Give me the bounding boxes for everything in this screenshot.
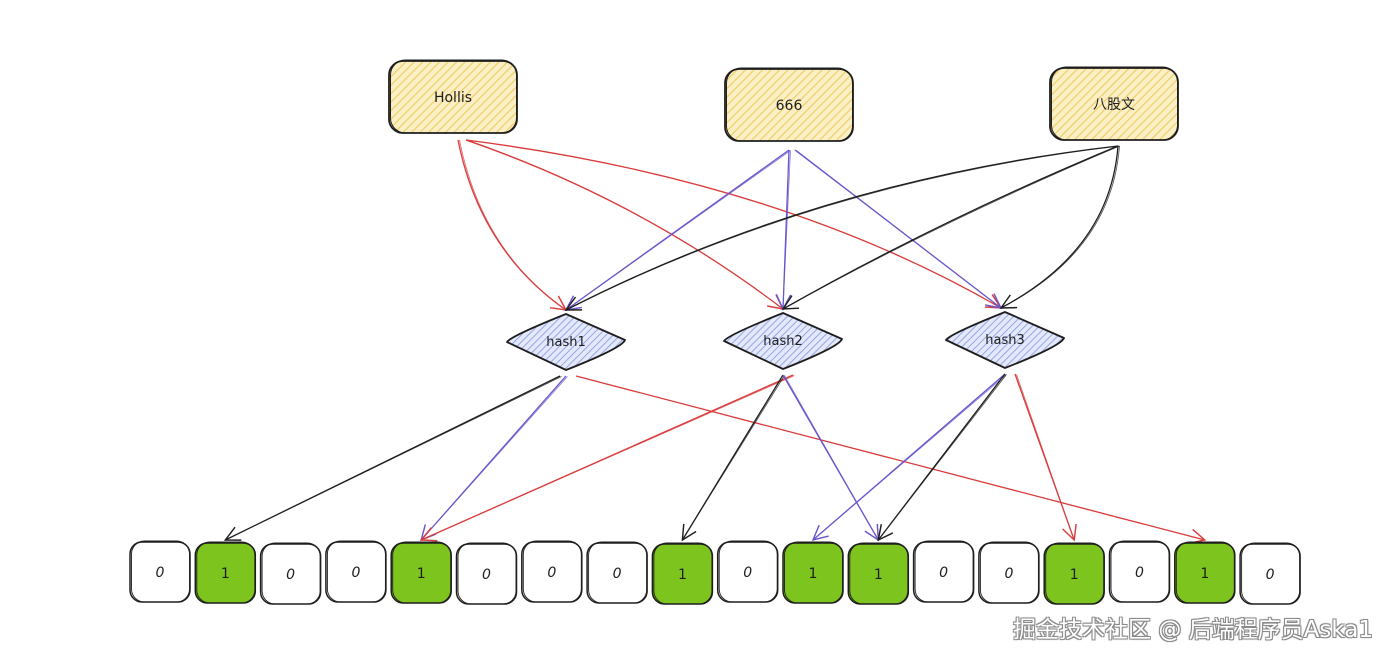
edge-hash-0-to-bit-16	[575, 375, 1207, 545]
bit-cell-14: 1	[1043, 542, 1105, 605]
input-node-1: 666	[724, 67, 854, 142]
edge-hash-1-to-bit-4	[419, 374, 795, 542]
bit-cell-3: 0	[325, 540, 387, 603]
input-label: Hollis	[434, 90, 472, 106]
bit-cell-7: 0	[586, 541, 648, 604]
bit-value: 1	[678, 567, 687, 583]
bit-value: 1	[417, 566, 426, 582]
bit-value: 0	[1004, 566, 1013, 582]
edge-input-0-to-hash-0	[457, 139, 568, 311]
watermark: 掘金技术社区 @ 后端程序员Aska1	[1013, 617, 1373, 643]
input-node-0: Hollis	[388, 59, 518, 134]
bit-value: 0	[156, 565, 165, 581]
bit-cell-10: 1	[782, 541, 844, 604]
edge-hash-1-to-bit-8	[681, 374, 785, 542]
edge-hash-2-to-bit-11	[877, 373, 1007, 542]
bit-value: 0	[613, 566, 622, 582]
bit-cell-17: 0	[1239, 542, 1301, 605]
bit-cell-4: 1	[390, 541, 452, 604]
edge-input-1-to-hash-0	[564, 149, 791, 311]
bit-cell-5: 0	[455, 542, 518, 605]
hash-node-hash3: hash3	[945, 311, 1065, 369]
hash-node-hash1: hash1	[506, 313, 626, 371]
bit-value: 0	[351, 565, 360, 581]
bit-value: 1	[1200, 566, 1209, 582]
edge-hash-0-to-bit-1	[223, 375, 562, 541]
hash-label: hash1	[546, 335, 586, 350]
edge-hash-1-to-bit-11	[782, 374, 880, 542]
bit-value: 0	[743, 565, 752, 581]
bit-cell-9: 0	[716, 540, 779, 603]
bit-cell-13: 0	[978, 541, 1040, 604]
bit-cell-16: 1	[1174, 541, 1236, 604]
hash-label: hash3	[985, 333, 1025, 348]
bit-value: 0	[482, 567, 491, 583]
input-label: 666	[776, 98, 803, 114]
bit-cell-15: 0	[1108, 540, 1171, 603]
edge-input-0-to-hash-2	[465, 139, 1003, 309]
edge-input-2-to-hash-0	[564, 145, 1120, 311]
edge-input-2-to-hash-2	[999, 145, 1120, 309]
bit-value: 1	[874, 567, 883, 583]
bit-value: 1	[809, 566, 818, 582]
bit-value: 0	[939, 565, 948, 581]
bit-cell-11: 1	[847, 542, 910, 605]
edge-hash-2-to-bit-10	[811, 373, 1007, 542]
input-node-2: 八股文	[1049, 66, 1179, 141]
edge-input-1-to-hash-2	[794, 149, 1003, 309]
edge-input-1-to-hash-1	[775, 149, 792, 311]
bit-cell-6: 0	[521, 540, 583, 603]
edge-hash-2-to-bit-14	[1014, 373, 1077, 542]
bit-cell-12: 0	[912, 540, 975, 603]
bit-value: 0	[547, 565, 556, 581]
hash-node-hash2: hash2	[723, 312, 843, 370]
bit-cell-0: 0	[129, 540, 191, 603]
input-label: 八股文	[1093, 97, 1135, 113]
bit-value: 1	[1070, 567, 1079, 583]
bit-value: 0	[1266, 567, 1275, 583]
edge-input-0-to-hash-1	[465, 139, 785, 310]
bit-value: 1	[221, 566, 230, 582]
bit-cell-8: 1	[651, 542, 714, 605]
hash-label: hash2	[763, 334, 803, 349]
edge-hash-0-to-bit-4	[420, 375, 568, 542]
bit-cell-1: 1	[194, 541, 257, 604]
bit-value: 0	[1135, 565, 1144, 581]
edge-input-2-to-hash-1	[781, 145, 1120, 310]
bit-value: 0	[286, 567, 295, 583]
bit-cell-2: 0	[259, 542, 322, 605]
